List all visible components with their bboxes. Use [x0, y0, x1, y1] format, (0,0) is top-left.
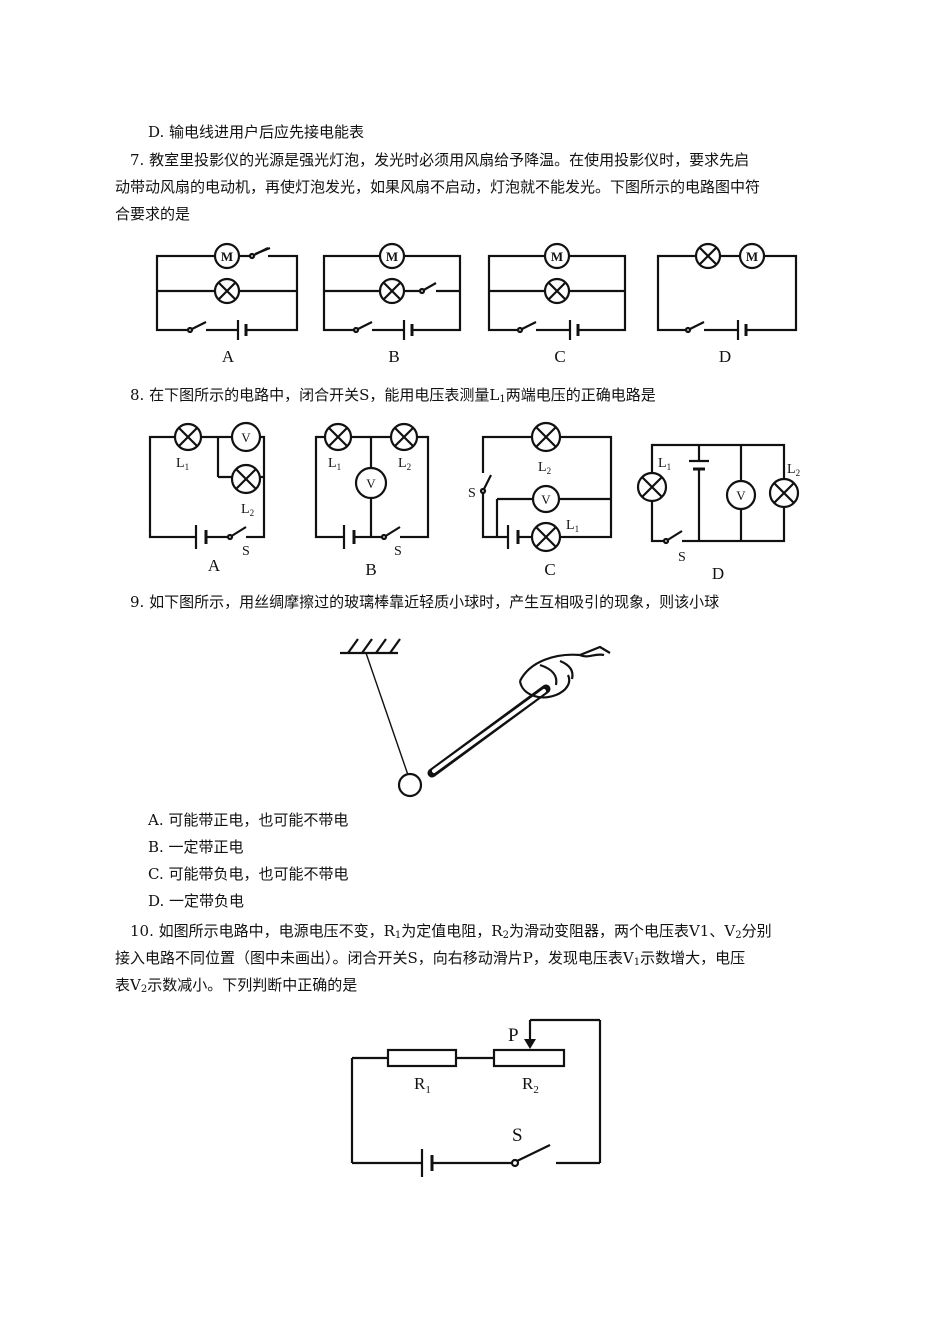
q9-figure [340, 638, 611, 798]
q7-stem-line3: 合要求的是 [115, 205, 191, 223]
q7-circuits-figure: M M M [155, 242, 798, 366]
hand-icon [518, 645, 611, 699]
label-r1: R1 [414, 1074, 431, 1096]
label-l2: L2 [538, 460, 551, 476]
q10-stem-line1: 10. 如图所示电路中，电源电压不变，R1为定值电阻，R2为滑动变阻器，两个电压… [130, 922, 772, 941]
motor-icon [543, 242, 571, 270]
motor-icon [213, 242, 241, 270]
q10-stem-line2: 接入电路不同位置（图中未画出）。闭合开关S，向右移动滑片P，发现电压表V1示数增… [115, 949, 746, 968]
label-s: S [512, 1125, 523, 1146]
q7-circuit-b: M [322, 242, 462, 340]
rheostat-r2 [492, 1048, 566, 1068]
q7-circuit-d: M [656, 242, 798, 340]
q7-label-c: C [554, 347, 565, 366]
q8-circuit-d: V L1 L2 S [636, 443, 800, 565]
voltmeter-label: V [736, 488, 746, 503]
label-s: S [242, 544, 250, 559]
q8-stem: 8. 在下图所示的电路中，闭合开关S，能用电压表测量L1两端电压的正确电路是 [130, 385, 656, 405]
q8-stem-sub: 1 [499, 394, 506, 405]
voltmeter-icon [354, 466, 388, 500]
voltmeter-icon [725, 479, 757, 511]
q8-label-c: C [544, 560, 555, 579]
motor-label: M [386, 249, 398, 264]
q8-stem-end: 两端电压的正确电路是 [505, 386, 656, 404]
q8-label-b: B [365, 560, 376, 579]
label-s: S [394, 544, 402, 559]
label-l2: L2 [787, 462, 800, 478]
q8-circuit-a: V L1 L2 S [148, 421, 266, 559]
q8-label-d: D [712, 564, 724, 583]
switch-lever [516, 1144, 551, 1162]
voltmeter-label: V [366, 476, 376, 491]
label-l1: L1 [658, 456, 671, 472]
q8-circuit-c: V L2 L1 S [468, 421, 613, 553]
motor-icon [738, 242, 766, 270]
motor-label: M [551, 249, 563, 264]
q7-stem-line1: 7. 教室里投影仪的光源是强光灯泡，发光时必须用风扇给予降温。在使用投影仪时，要… [130, 151, 750, 169]
resistor-r1 [386, 1048, 458, 1068]
label-l1: L1 [328, 456, 341, 472]
q9-option-a: A. 可能带正电，也可能不带电 [148, 811, 349, 829]
q7-label-a: A [222, 347, 235, 366]
label-p: P [508, 1025, 519, 1046]
voltmeter-label: V [541, 492, 551, 507]
q9-option-b: B. 一定带正电 [148, 838, 244, 856]
label-l1: L1 [176, 456, 189, 472]
q8-circuits-figure: V L1 L2 S V L1 L2 S V [148, 421, 800, 583]
voltmeter-label: V [241, 430, 251, 445]
label-s: S [468, 486, 476, 501]
q7-label-d: D [719, 347, 731, 366]
q8-label-a: A [208, 556, 221, 575]
motor-icon [378, 242, 406, 270]
glass-rod-icon [427, 684, 551, 778]
q10-stem-line3: 表V2示数减小。下列判断中正确的是 [115, 976, 358, 995]
q6-option-d: D. 输电线进用户后应先接电能表 [148, 123, 365, 141]
q9-option-c: C. 可能带负电，也可能不带电 [148, 865, 349, 883]
q8-stem-text: 8. 在下图所示的电路中，闭合开关S，能用电压表测量L [130, 386, 500, 404]
label-r2: R2 [522, 1074, 539, 1096]
q8-circuit-b: V L1 L2 S [314, 422, 430, 559]
q7-circuit-a: M [155, 242, 299, 340]
thread [365, 652, 409, 776]
label-l2: L2 [241, 502, 254, 518]
q10-circuit-figure: R1 R2 P S [350, 1018, 602, 1177]
q7-label-b: B [388, 347, 399, 366]
label-s: S [678, 550, 686, 565]
q7-circuit-c: M [487, 242, 627, 340]
motor-label: M [746, 249, 758, 264]
motor-label: M [221, 249, 233, 264]
ball-icon [397, 772, 423, 798]
voltmeter-icon [531, 484, 561, 514]
label-l1: L1 [566, 518, 579, 534]
q7-stem-line2: 动带动风扇的电动机，再使灯泡发光，如果风扇不启动，灯泡就不能发光。下图所示的电路… [115, 178, 761, 196]
slider-arrow-icon [524, 1039, 536, 1049]
q9-stem: 9. 如下图所示，用丝绸摩擦过的玻璃棒靠近轻质小球时，产生互相吸引的现象，则该小… [130, 593, 720, 611]
voltmeter-icon [230, 421, 262, 453]
label-l2: L2 [398, 456, 411, 472]
switch-pivot [510, 1158, 520, 1168]
q9-option-d: D. 一定带负电 [148, 892, 245, 910]
